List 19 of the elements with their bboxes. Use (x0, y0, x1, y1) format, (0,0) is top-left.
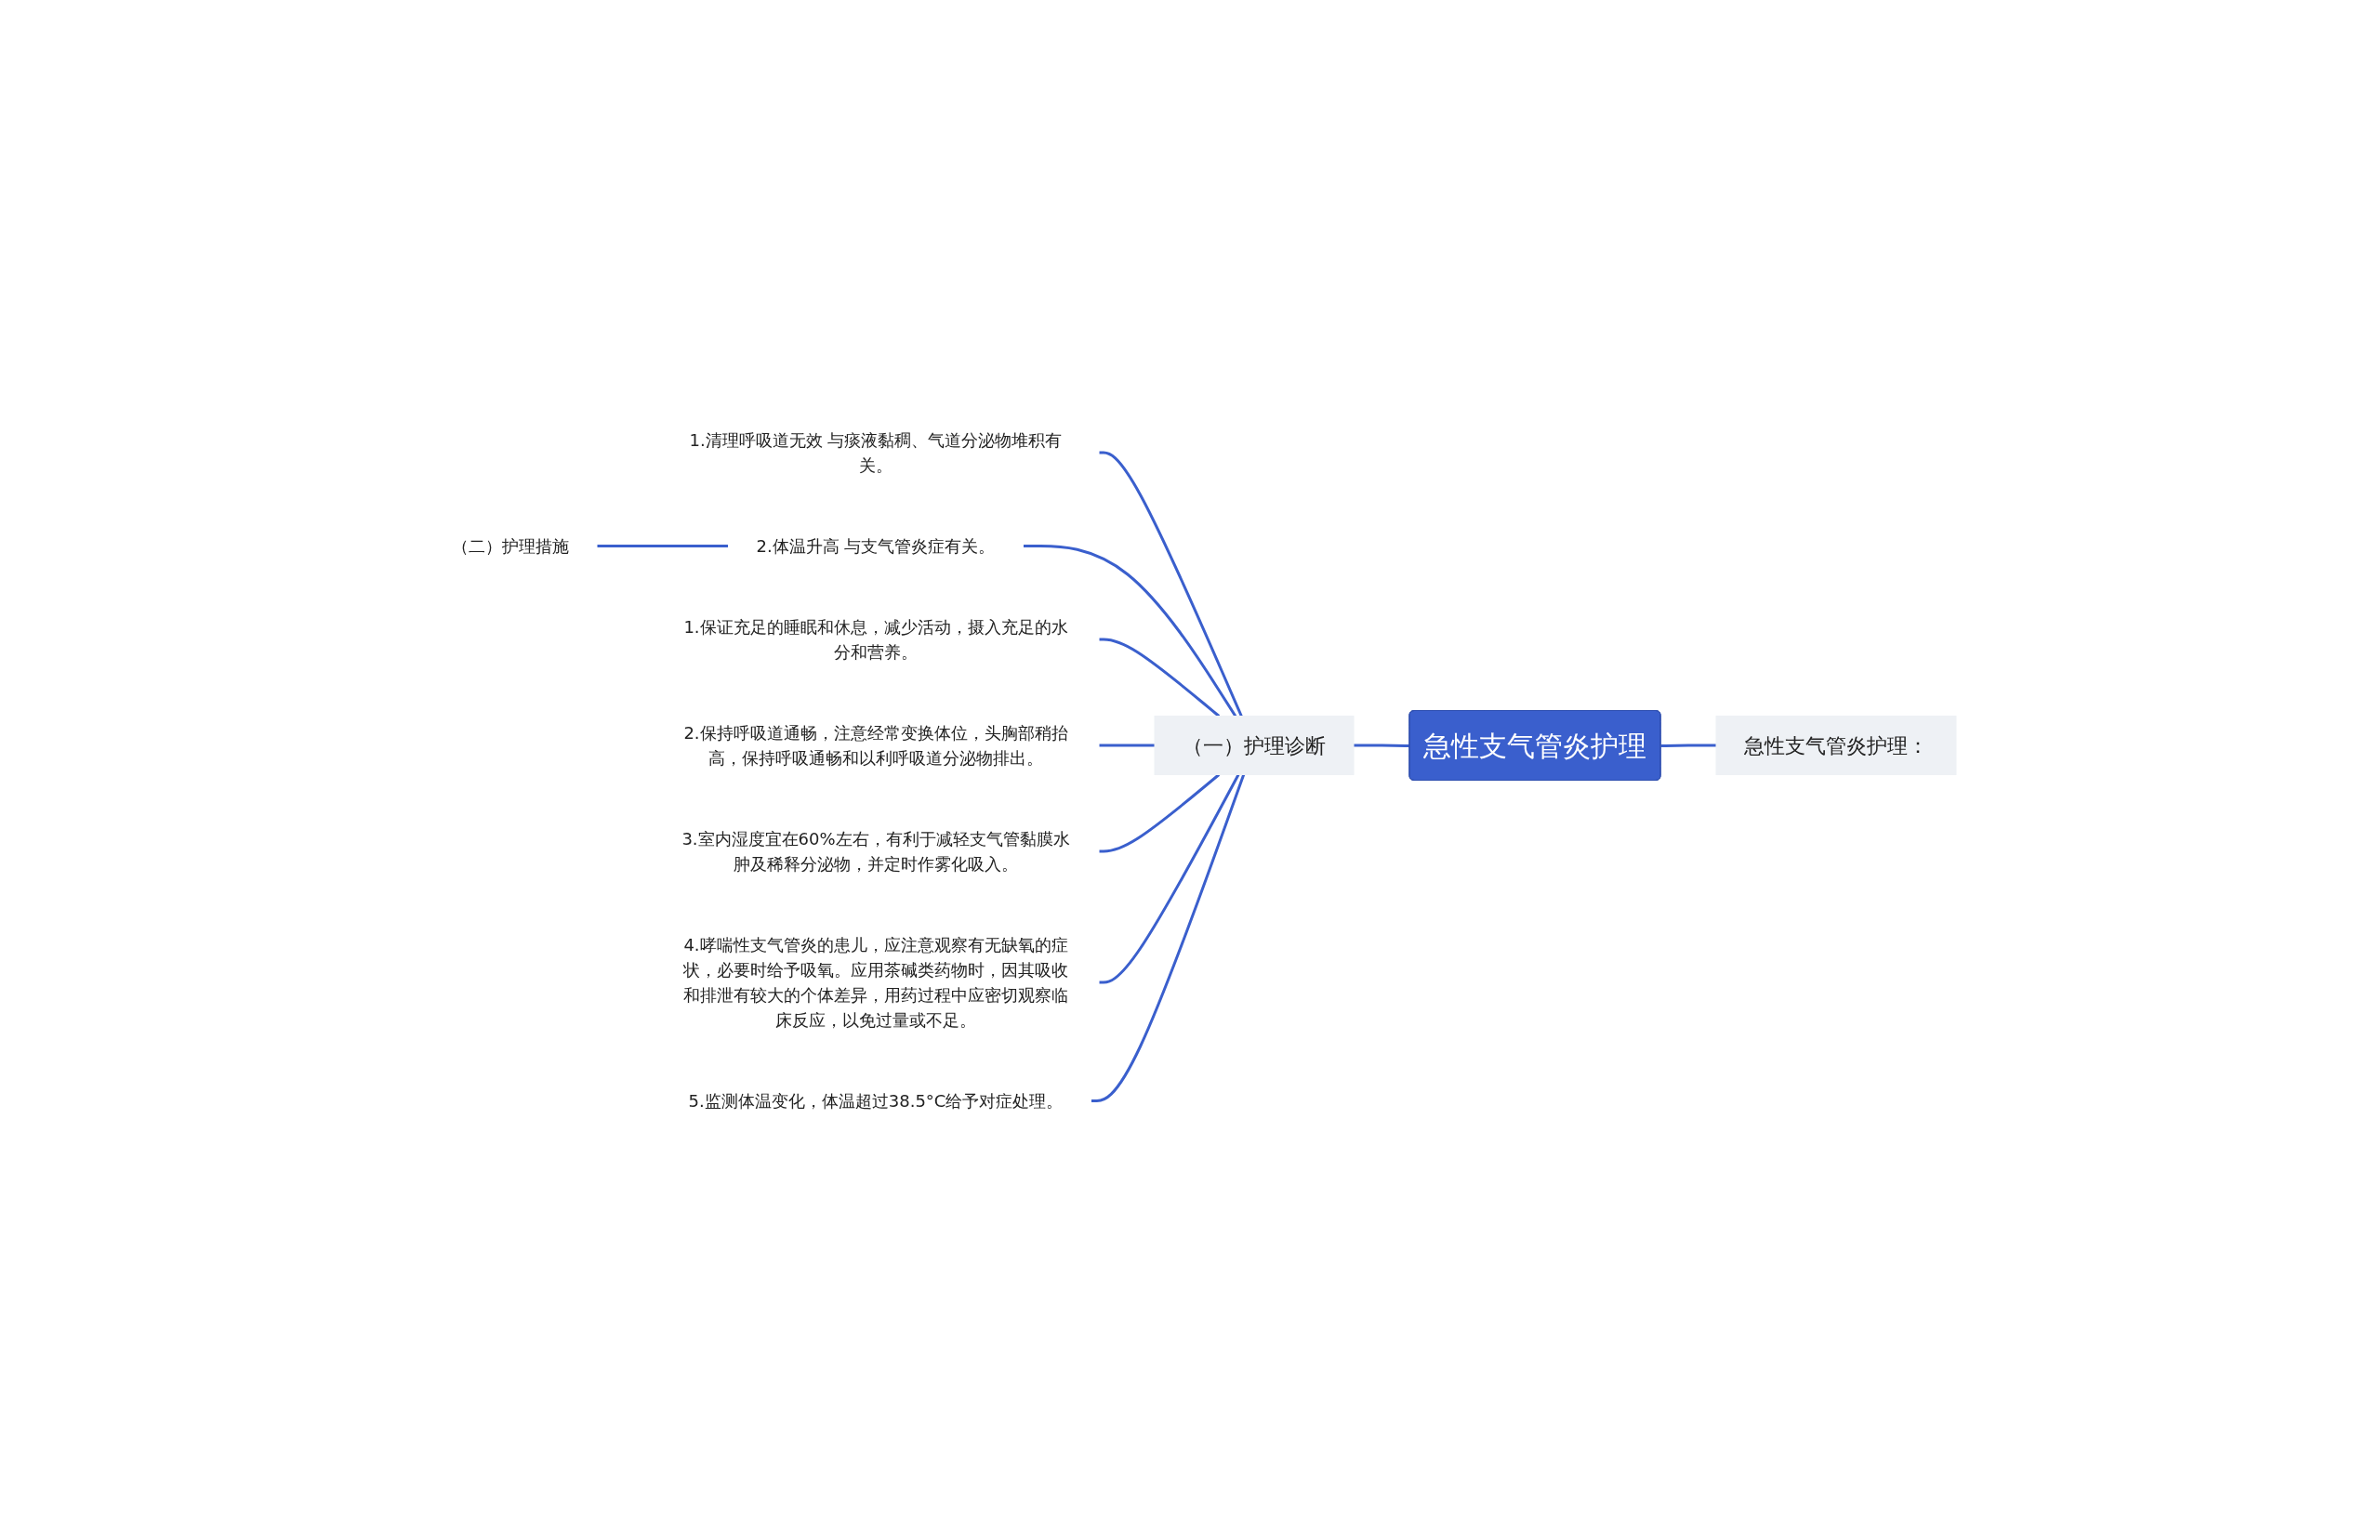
node-box: （一）护理诊断 (1154, 715, 1355, 775)
node-text: 2.保持呼吸道通畅，注意经常变换体位，头胸部稍抬高，保持呼吸通畅和以利呼吸道分泌物排出。 (683, 722, 1068, 768)
node-text: 1.清理呼吸道无效 与痰液黏稠、气道分泌物堆积有关。 (689, 429, 1063, 475)
connector (1099, 744, 1155, 746)
connector (1099, 451, 1243, 717)
node-box: 急性支气管炎护理： (1715, 715, 1957, 775)
connector (1099, 773, 1240, 983)
connector (1023, 544, 1237, 717)
node-text: 4.哮喘性支气管炎的患儿，应注意观察有无缺氧的症状，必要时给予吸氧。应用茶碱类药物时，因其吸收和排泄有较大的个体差异，用药过程中应密切观察临床反应，以免过量或不足。 (683, 934, 1068, 1030)
node-text: （二）护理措施 (452, 535, 569, 556)
node-text: 2.体温升高 与支气管炎症有关。 (756, 535, 996, 556)
connector (1091, 773, 1246, 1102)
connector (1354, 744, 1410, 747)
connector (1660, 744, 1716, 747)
connector (1099, 638, 1221, 717)
node-text: 3.室内湿度宜在60%左右，有利于减轻支气管黏膜水肿及稀释分泌物，并定时作雾化吸入。 (681, 828, 1070, 874)
node-text: 1.保证充足的睡眠和休息，减少活动，摄入充足的水分和营养。 (683, 616, 1068, 662)
node-text: 5.监测体温变化，体温超过38.5°C给予对症处理。 (688, 1090, 1064, 1111)
connector (597, 544, 729, 547)
